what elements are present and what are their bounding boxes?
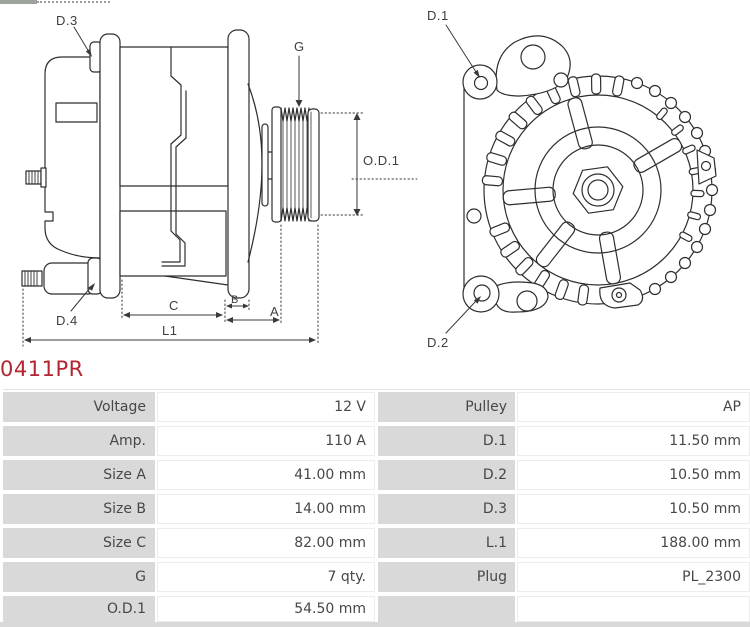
spec-label: O.D.1 <box>3 596 155 622</box>
dim-label-a: A <box>270 304 279 319</box>
top-left-artifact <box>0 0 37 4</box>
spec-label: D.2 <box>378 460 515 490</box>
spec-value: 10.50 mm <box>517 460 750 490</box>
table-row: Size C 82.00 mm L.1 188.00 mm <box>3 528 750 558</box>
spec-label: Plug <box>378 562 515 592</box>
spec-label: D.1 <box>378 426 515 456</box>
table-row: O.D.1 54.50 mm <box>3 596 750 622</box>
spec-value <box>517 596 750 622</box>
spec-value: 7 qty. <box>157 562 375 592</box>
dim-label-d4: D.4 <box>56 313 78 328</box>
spec-label: Size C <box>3 528 155 558</box>
spec-value: 10.50 mm <box>517 494 750 524</box>
front-view-drawing <box>462 35 719 313</box>
terminal-stud-upper <box>25 170 42 185</box>
dim-label-g: G <box>294 39 305 54</box>
spec-label <box>378 596 515 622</box>
spec-value: 41.00 mm <box>157 460 375 490</box>
spec-value: PL_2300 <box>517 562 750 592</box>
dimension-arrowheads <box>24 48 481 343</box>
vent-slots <box>481 73 705 306</box>
top-left-artifact-dots <box>37 1 110 3</box>
pulley <box>271 106 320 223</box>
bottom-strip <box>0 622 750 627</box>
dim-label-d2: D.2 <box>427 335 449 350</box>
spec-value: 110 A <box>157 426 375 456</box>
spec-value: 82.00 mm <box>157 528 375 558</box>
fan-spokes <box>502 97 683 285</box>
spec-label: L.1 <box>378 528 515 558</box>
table-row: G 7 qty. Plug PL_2300 <box>3 562 750 592</box>
dim-label-d3: D.3 <box>56 13 78 28</box>
table-row: Size A 41.00 mm D.2 10.50 mm <box>3 460 750 490</box>
dim-label-l1: L1 <box>162 323 177 338</box>
spec-label: Size B <box>3 494 155 524</box>
dim-label-d1: D.1 <box>427 8 449 23</box>
table-row: Voltage 12 V Pulley AP <box>3 392 750 422</box>
spec-label: Amp. <box>3 426 155 456</box>
spec-label: G <box>3 562 155 592</box>
side-view-drawing <box>21 29 320 299</box>
spec-label: Size A <box>3 460 155 490</box>
table-row: Size B 14.00 mm D.3 10.50 mm <box>3 494 750 524</box>
table-row: Amp. 110 A D.1 11.50 mm <box>3 426 750 456</box>
spec-value: AP <box>517 392 750 422</box>
spec-value: 54.50 mm <box>157 596 375 622</box>
part-number: 0411PR <box>0 357 84 381</box>
dim-label-c: C <box>169 298 179 313</box>
dim-label-od1: O.D.1 <box>363 153 399 168</box>
spec-table: Voltage 12 V Pulley AP Amp. 110 A D.1 11… <box>3 392 750 622</box>
spec-label: Pulley <box>378 392 515 422</box>
spec-value: 12 V <box>157 392 375 422</box>
dim-label-b: B <box>231 294 239 306</box>
spec-label: Voltage <box>3 392 155 422</box>
spec-value: 14.00 mm <box>157 494 375 524</box>
table-top-border <box>3 389 750 390</box>
spec-value: 11.50 mm <box>517 426 750 456</box>
spec-label: D.3 <box>378 494 515 524</box>
alternator-technical-drawing: D.3 D.4 G O.D.1 C B A L1 D.1 D.2 <box>21 8 719 350</box>
spec-value: 188.00 mm <box>517 528 750 558</box>
rear-slot <box>55 102 98 123</box>
dimension-lines <box>22 24 481 347</box>
